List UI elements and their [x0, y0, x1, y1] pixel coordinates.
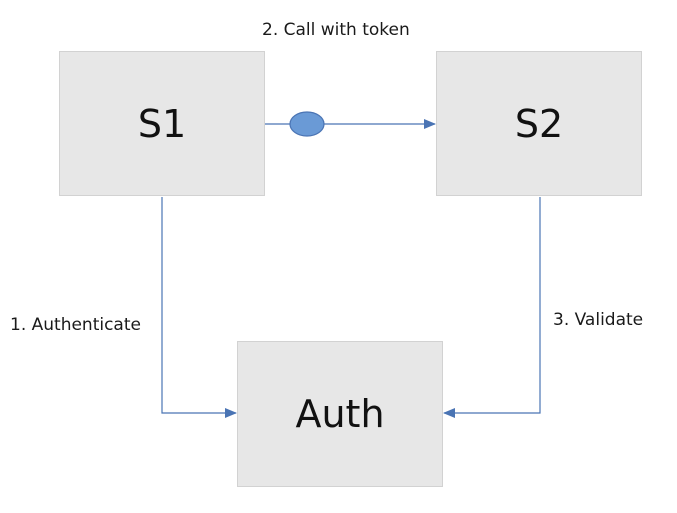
node-auth: Auth [237, 341, 443, 487]
edge-authenticate-label: 1. Authenticate [10, 315, 141, 335]
node-s1: S1 [59, 51, 265, 196]
node-s1-label: S1 [137, 101, 187, 146]
token-circle-icon [289, 111, 325, 137]
edge-validate-arrow [443, 197, 541, 418]
edge-call-label: 2. Call with token [262, 20, 410, 40]
node-auth-label: Auth [295, 392, 385, 436]
edge-authenticate-arrow [161, 197, 237, 418]
node-s2-label: S2 [514, 101, 564, 146]
node-s2: S2 [436, 51, 642, 196]
edge-validate-label: 3. Validate [553, 310, 644, 330]
